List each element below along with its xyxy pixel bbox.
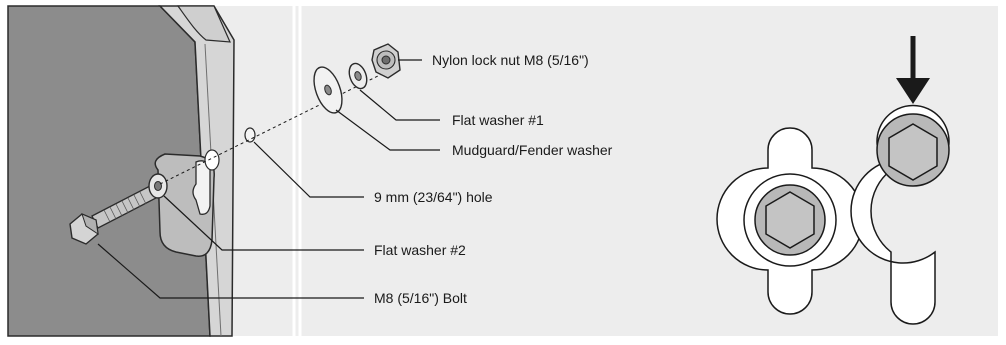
bolt — [69, 185, 157, 245]
label-flat-washer-2: Flat washer #2 — [374, 242, 466, 258]
upper-hole — [204, 149, 220, 171]
door-top-return — [176, 5, 231, 43]
leader-hole — [253, 141, 364, 198]
drilled-hole — [244, 127, 256, 143]
washer-ring-1 — [743, 173, 837, 267]
assembly-axis — [159, 69, 391, 185]
leader-flat-washer-1 — [359, 89, 440, 121]
leader-flat-washer-2 — [163, 195, 364, 251]
label-fender-washer: Mudguard/Fender washer — [452, 142, 613, 158]
nylon-lock-nut — [371, 43, 401, 79]
fender-washer — [313, 66, 343, 114]
down-arrow-icon — [896, 78, 930, 104]
keyhole-detail-seated — [716, 127, 864, 315]
label-bolt: M8 (5/16") Bolt — [374, 290, 467, 306]
flat-washer-2-hole — [154, 181, 162, 191]
hex-head-2 — [888, 123, 938, 181]
label-flat-washer-1: Flat washer #1 — [452, 112, 544, 128]
flat-washer-1 — [348, 62, 368, 90]
leader-lines — [97, 59, 440, 299]
hex-head-1 — [765, 191, 815, 249]
cabinet-door — [7, 5, 235, 337]
leader-fender-washer — [335, 109, 440, 151]
label-hole: 9 mm (23/64") hole — [374, 189, 493, 205]
leader-bolt — [97, 243, 364, 299]
label-lock-nut: Nylon lock nut M8 (5/16") — [432, 52, 589, 68]
keyhole-detail-entering — [850, 36, 950, 325]
bolt-head-side — [81, 213, 99, 236]
